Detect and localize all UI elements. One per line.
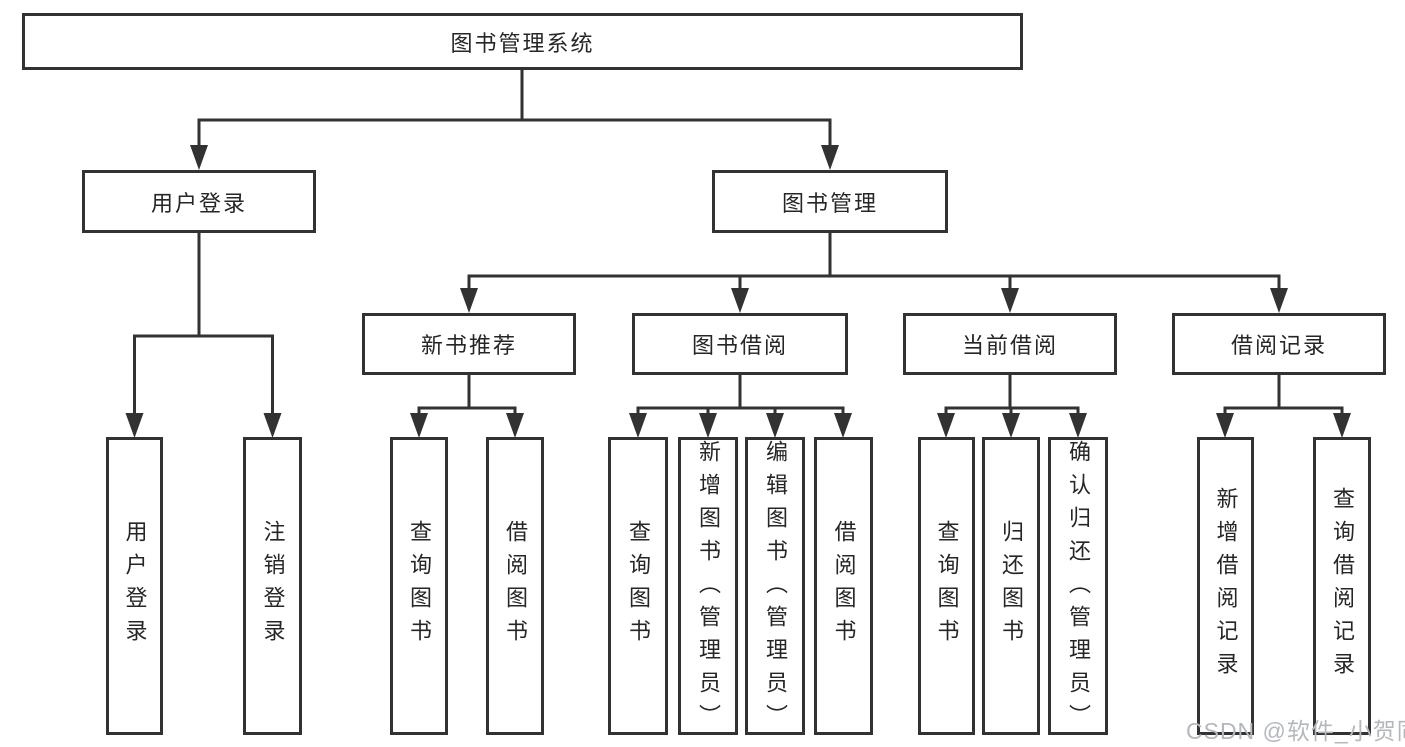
leaf-return-books: 归还图书 xyxy=(982,437,1040,735)
node-borrowing-records: 借阅记录 xyxy=(1172,313,1386,375)
leaf-user-login: 用户登录 xyxy=(106,437,163,735)
watermark: CSDN @软件_小贺同学 xyxy=(1186,718,1405,744)
node-book-management: 图书管理 xyxy=(712,170,948,233)
leaf-query-books-current: 查询图书 xyxy=(918,437,975,735)
leaf-query-books-recommend: 查询图书 xyxy=(390,437,448,735)
leaf-borrow-books-recommend: 借阅图书 xyxy=(486,437,544,735)
node-current-borrowing: 当前借阅 xyxy=(903,313,1117,375)
leaf-add-borrow-record: 新增借阅记录 xyxy=(1197,437,1254,735)
leaf-logout: 注销登录 xyxy=(243,437,302,735)
node-book-borrowing: 图书借阅 xyxy=(632,313,848,375)
node-library-management-system: 图书管理系统 xyxy=(22,13,1023,70)
leaf-edit-books-admin: 编辑图书（管理员） xyxy=(745,437,805,737)
node-user-login: 用户登录 xyxy=(82,170,316,233)
node-new-book-recommendation: 新书推荐 xyxy=(362,313,576,375)
leaf-query-borrow-record: 查询借阅记录 xyxy=(1313,437,1371,735)
leaf-query-books-borrowing: 查询图书 xyxy=(608,437,668,735)
leaf-confirm-return-admin: 确认归还（管理员） xyxy=(1048,437,1108,737)
leaf-borrow-books-borrowing: 借阅图书 xyxy=(814,437,873,735)
leaf-add-books-admin: 新增图书（管理员） xyxy=(678,437,738,737)
